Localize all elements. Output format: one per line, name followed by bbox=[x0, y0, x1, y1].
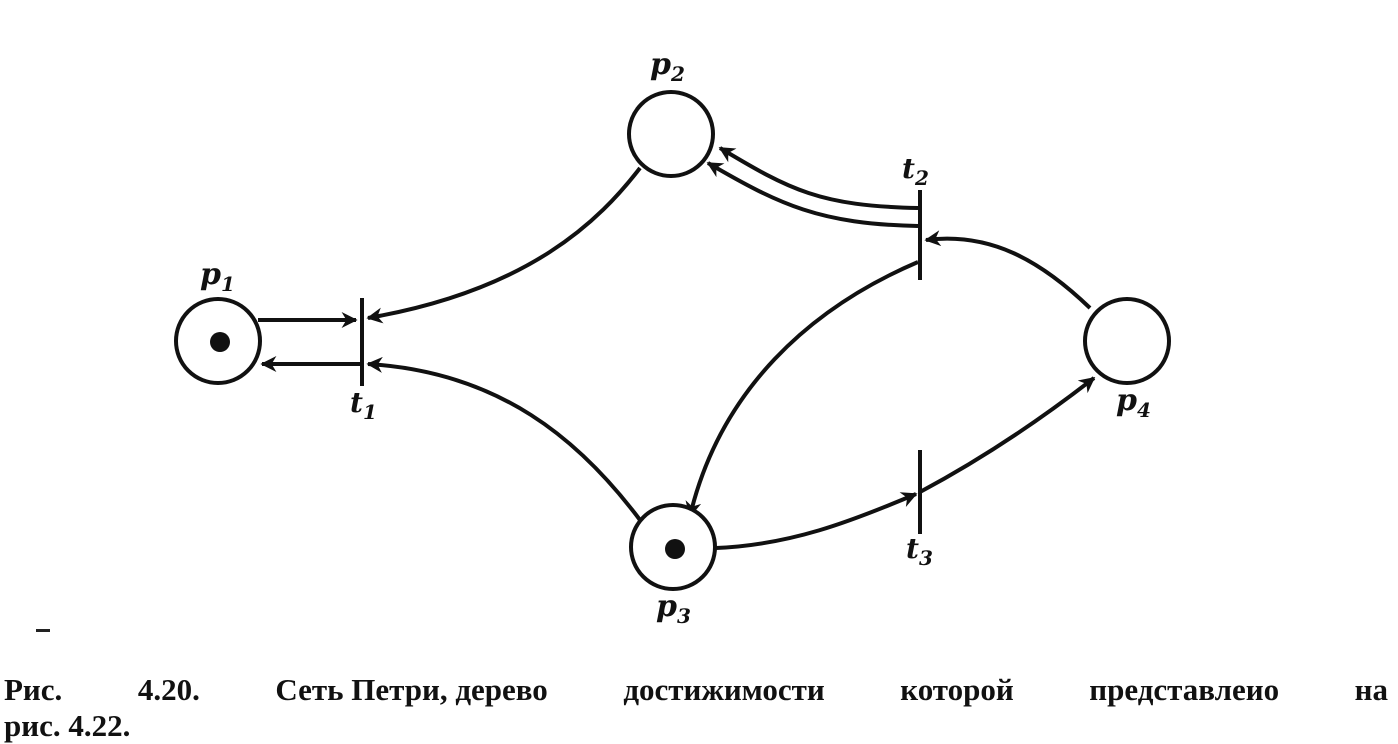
label-p4: p4 bbox=[1116, 383, 1151, 422]
place-p2-circle bbox=[627, 90, 715, 178]
place-p4-circle bbox=[1083, 297, 1171, 385]
label-p3: p3 bbox=[656, 589, 691, 628]
places bbox=[174, 90, 1171, 591]
transitions bbox=[360, 190, 922, 534]
caption-word: 4.20. bbox=[137, 672, 200, 707]
token-p1 bbox=[210, 332, 230, 352]
label-p2: p2 bbox=[650, 47, 685, 86]
caption-line-2: рис. 4.22. bbox=[4, 708, 131, 743]
arc-t3-p4 bbox=[919, 376, 1096, 494]
caption-word: на bbox=[1354, 672, 1388, 707]
label-p1: p1 bbox=[200, 257, 235, 296]
caption-word: достижимости bbox=[623, 672, 825, 707]
label-t2: t2 bbox=[902, 152, 929, 190]
figure-caption: Рис. 4.20. Сеть Петри, дерево достижимос… bbox=[4, 672, 1388, 744]
label-t3: t3 bbox=[906, 532, 933, 570]
caption-line-1: Рис. 4.20. Сеть Петри, дерево достижимос… bbox=[4, 672, 1388, 708]
arc-p3-t1 bbox=[366, 356, 642, 522]
arc-p2-t1 bbox=[366, 166, 642, 324]
tokens bbox=[210, 332, 685, 559]
labels: p1 p2 p3 p4 t1 t2 t3 bbox=[200, 47, 1151, 628]
arc-t2-p2-a bbox=[718, 146, 919, 210]
arc-p4-t2 bbox=[924, 230, 1092, 310]
caption-word: представлеио bbox=[1089, 672, 1280, 707]
scan-mark bbox=[36, 629, 50, 632]
caption-word: которой bbox=[900, 672, 1014, 707]
label-t1: t1 bbox=[350, 386, 377, 424]
caption-word: Сеть Петри, дерево bbox=[275, 672, 548, 707]
arcs bbox=[258, 146, 1096, 550]
arc-t2-p3 bbox=[685, 260, 919, 518]
arc-t2-p2-b bbox=[706, 161, 919, 228]
caption-word: Рис. bbox=[4, 672, 63, 707]
arc-p3-t3 bbox=[715, 492, 918, 550]
token-p3 bbox=[665, 539, 685, 559]
